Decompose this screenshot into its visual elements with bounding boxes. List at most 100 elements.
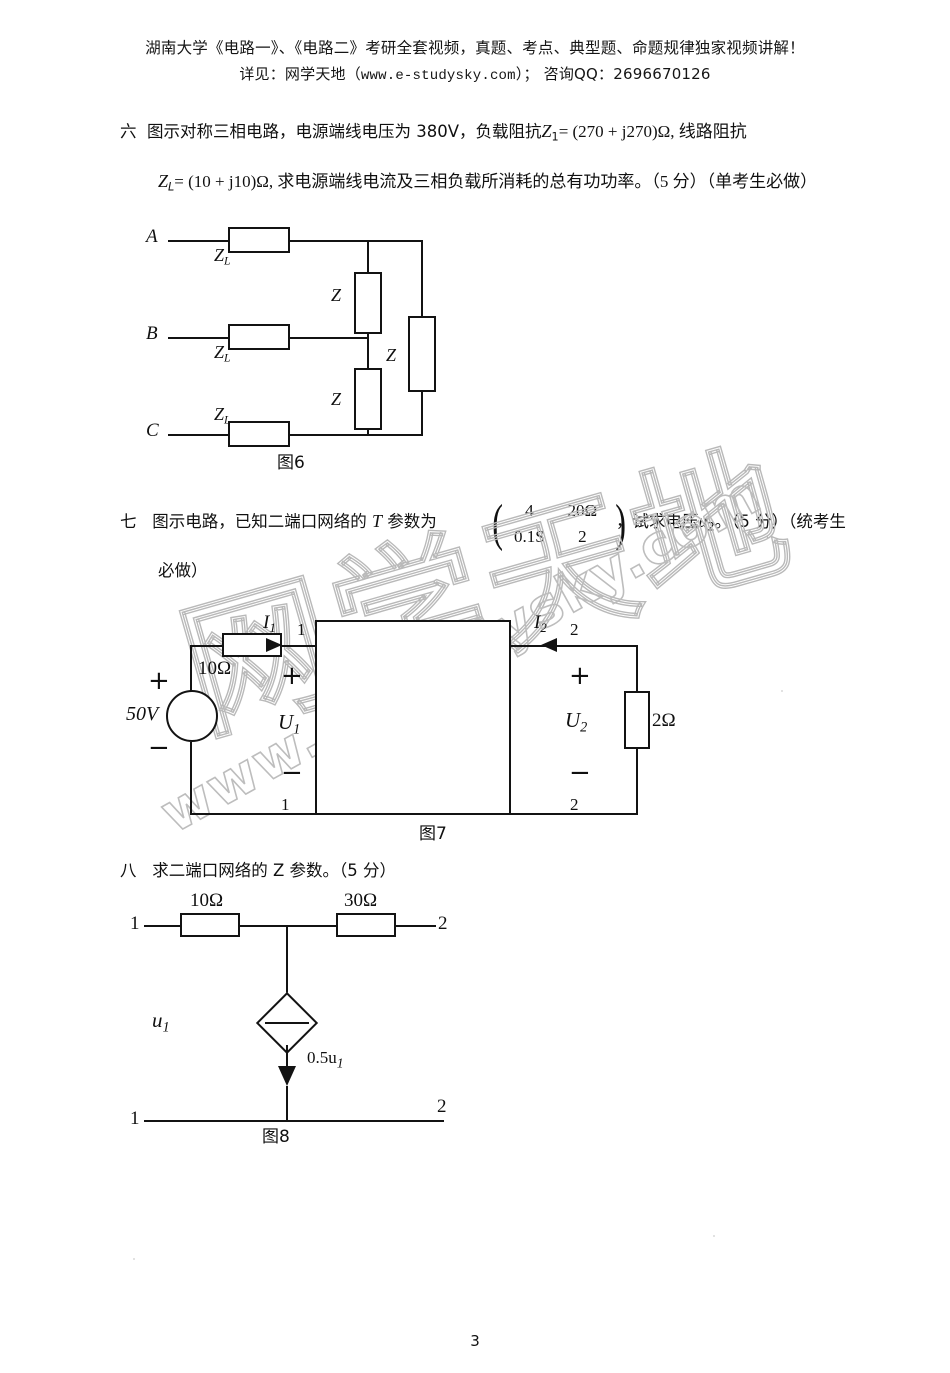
fig8-label-dependent-source: 0.5u1 bbox=[307, 1046, 344, 1071]
fig7-i1-sym: I bbox=[263, 612, 270, 633]
matrix-cells: 4 20Ω 0.1S 2 bbox=[506, 498, 612, 550]
question-7-number: 七 bbox=[120, 512, 137, 531]
fig7-resistor-2ohm bbox=[624, 691, 650, 749]
fig8-shunt-wire-mid bbox=[286, 1045, 288, 1076]
question-7-text-c: ，试求电压 bbox=[616, 512, 699, 531]
fig8-resistor-10ohm bbox=[180, 913, 240, 937]
matrix-left-paren: ( bbox=[492, 495, 504, 552]
fig7-caption: 图7 bbox=[419, 824, 447, 844]
fig6-right-wire-bottom bbox=[421, 392, 423, 436]
question-7-text-a: 图示电路，已知二端口网络的 bbox=[152, 512, 367, 531]
fig7-u1-minus: − bbox=[281, 758, 303, 788]
fig8-terminal-1-top: 1 bbox=[130, 913, 140, 934]
fig8-terminal-1-bottom: 1 bbox=[130, 1108, 140, 1129]
fig6-label-zl-c: ZL bbox=[214, 404, 230, 427]
fig8-u1-sym: u bbox=[152, 1008, 163, 1032]
fig7-arrow-i1 bbox=[266, 638, 282, 652]
fig6-label-zl-a: ZL bbox=[214, 245, 230, 268]
fig8-wire-mid-left bbox=[240, 925, 336, 927]
header-line-2: 详见：网学天地（www.e-studysky.com）； 咨询QQ：269667… bbox=[0, 63, 950, 84]
question-6-line-1: 六 图示对称三相电路，电源端线电压为 380V，负载阻抗Z1= (270 + j… bbox=[120, 121, 747, 144]
fig6-wire-b-left bbox=[168, 337, 228, 339]
scan-speck bbox=[713, 1235, 715, 1237]
fig6-zl-a-sub: L bbox=[224, 254, 231, 268]
fig7-source-minus: − bbox=[148, 733, 170, 763]
fig6-wire-c-right bbox=[290, 434, 423, 436]
fig7-label-u1: U1 bbox=[278, 710, 300, 739]
fig8-u1-sub: 1 bbox=[162, 1019, 170, 1036]
fig7-u1-sym: U bbox=[278, 710, 294, 734]
fig8-wire-in-left bbox=[144, 925, 180, 927]
fig6-node-wire-bottom bbox=[367, 430, 369, 436]
fig7-i2-sym: I bbox=[534, 612, 541, 633]
fig8-terminal-2-bottom: 2 bbox=[437, 1096, 447, 1117]
fig7-wire-bottom-right bbox=[511, 813, 638, 815]
header-line-1: 湖南大学《电路一》、《电路二》考研全套视频，真题、考点、典型题、命题规律独家视频… bbox=[145, 39, 805, 57]
fig6-wire-a-right bbox=[290, 240, 423, 242]
fig6-resistor-zl-a bbox=[228, 227, 290, 253]
fig7-wire-bottom-left bbox=[190, 813, 316, 815]
fig6-resistor-zl-b bbox=[228, 324, 290, 350]
fig6-impedance-z-right bbox=[408, 316, 436, 392]
fig7-voltage-source bbox=[166, 690, 218, 742]
header-line2-suffix: ）； 咨询QQ：2696670126 bbox=[515, 65, 711, 83]
fig6-right-wire-top bbox=[421, 240, 423, 316]
fig6-zl-b-sym: Z bbox=[214, 342, 225, 362]
question-7-u2-sub: 2 bbox=[707, 520, 715, 534]
fig7-u2-sub: 2 bbox=[580, 719, 588, 736]
question-6-text-c: = (10 + j10)Ω, 求电源端线电流及三相负载所消耗的总有功功率。（5 … bbox=[174, 172, 818, 191]
fig7-label-i2: I2 bbox=[534, 612, 547, 636]
fig6-z-right-sym: Z bbox=[386, 345, 397, 365]
question-7-u2-symbol: u bbox=[698, 511, 708, 531]
question-7-line-2: 必做） bbox=[158, 561, 208, 580]
fig6-node-wire-mid bbox=[367, 334, 369, 368]
fig7-terminal-2-top: 2 bbox=[570, 620, 579, 639]
question-8-line-1: 八 求二端口网络的 Z 参数。（5 分） bbox=[120, 861, 396, 880]
fig6-z-bot-sym: Z bbox=[331, 389, 342, 409]
question-7-text-b: 参数为 bbox=[387, 512, 437, 531]
fig6-zl-a-sym: Z bbox=[214, 245, 225, 265]
matrix-cell-0-0: 4 bbox=[525, 501, 534, 520]
fig7-u2-sym: U bbox=[565, 708, 581, 732]
fig7-source-plus: + bbox=[148, 666, 170, 696]
fig8-wire-bottom-rail bbox=[144, 1120, 444, 1122]
fig8-shunt-wire-bottom bbox=[286, 1086, 288, 1122]
question-6-zl-sub: L bbox=[168, 180, 175, 194]
fig6-node-wire-top bbox=[367, 240, 369, 272]
question-6-text-b: = (270 + j270)Ω, 线路阻抗 bbox=[558, 122, 747, 141]
header-line2-prefix: 详见：网学天地（ bbox=[239, 65, 361, 83]
fig7-i1-sub: 1 bbox=[269, 620, 276, 636]
question-7-line-1: 七 图示电路，已知二端口网络的 T 参数为 bbox=[120, 511, 437, 532]
fig7-label-10ohm: 10Ω bbox=[198, 658, 232, 679]
fig8-label-10ohm: 10Ω bbox=[190, 890, 224, 911]
fig7-label-2ohm: 2Ω bbox=[652, 710, 676, 731]
fig7-terminal-2-bottom: 2 bbox=[570, 795, 579, 814]
question-7-line-1-cont: ，试求电压u2。（5 分）（统考生 bbox=[616, 511, 846, 534]
fig6-label-z-top: Z bbox=[331, 285, 341, 306]
fig7-terminal-1-top: 1 bbox=[297, 620, 306, 639]
fig6-terminal-b: B bbox=[146, 323, 158, 344]
fig6-caption: 图6 bbox=[277, 453, 305, 473]
fig6-resistor-zl-c bbox=[228, 421, 290, 447]
matrix-cell-0-1: 20Ω bbox=[567, 501, 598, 520]
fig6-z-top-sym: Z bbox=[331, 285, 342, 305]
page-number: 3 bbox=[470, 1332, 480, 1350]
question-6-number: 六 bbox=[120, 122, 137, 141]
fig7-wire-right-lower bbox=[636, 749, 638, 815]
fig8-dependent-source-bar bbox=[265, 1022, 309, 1024]
question-6-text-a: 图示对称三相电路，电源端线电压为 380V，负载阻抗 bbox=[147, 122, 542, 141]
fig7-label-50v: 50V bbox=[126, 703, 159, 725]
fig8-label-u1: u1 bbox=[152, 1008, 170, 1037]
question-7-t-matrix: ( 4 20Ω 0.1S 2 ) bbox=[489, 498, 630, 550]
scan-speck bbox=[781, 690, 783, 692]
fig7-u2-minus: − bbox=[569, 758, 591, 788]
fig6-impedance-z-top bbox=[354, 272, 382, 334]
fig7-terminal-1-bottom: 1 bbox=[281, 795, 290, 814]
fig7-wire-top-right bbox=[511, 645, 638, 647]
fig7-arrow-i2 bbox=[541, 638, 557, 652]
fig6-zl-c-sub: L bbox=[224, 413, 231, 427]
scan-speck bbox=[133, 1258, 135, 1260]
fig7-i2-sub: 2 bbox=[540, 620, 547, 636]
fig6-impedance-z-bottom bbox=[354, 368, 382, 430]
